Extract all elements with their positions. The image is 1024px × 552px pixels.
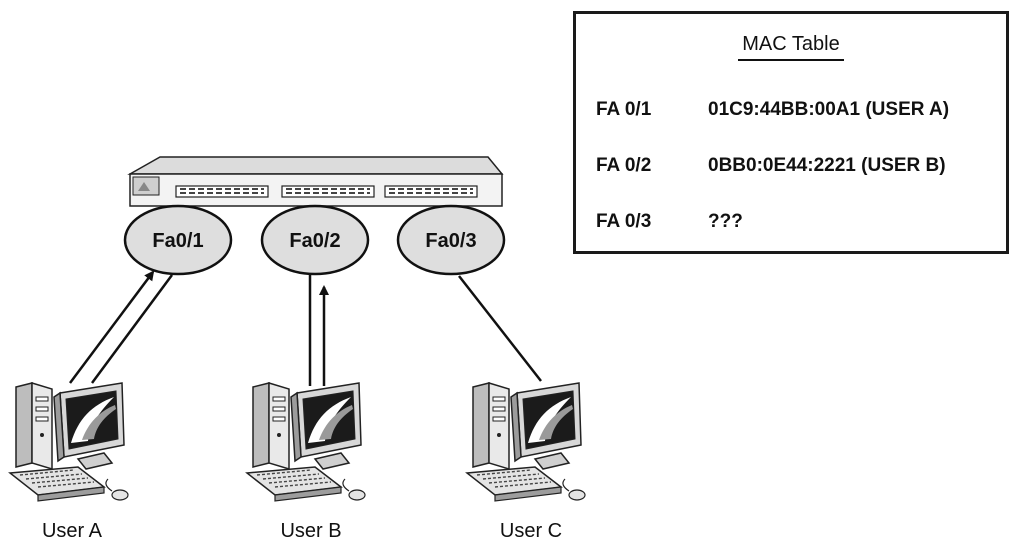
computer-icon — [9, 382, 129, 502]
mac-table-title: MAC Table — [738, 33, 844, 61]
mac-row-address: 01C9:44BB:00A1 (USER A) — [708, 99, 950, 120]
mac-row-address: ??? — [708, 211, 743, 232]
user-label: User C — [500, 520, 562, 542]
port-bank-2 — [281, 185, 375, 198]
link-user-a-arrow — [68, 270, 155, 384]
user-label: User A — [42, 520, 103, 542]
port-bank-1 — [175, 185, 269, 198]
mac-row-address: 0BB0:0E44:2221 (USER B) — [708, 155, 946, 176]
mac-row-port: FA 0/2 — [596, 155, 652, 176]
link-user-a — [90, 274, 174, 384]
mac-table-row: FA 0/3??? — [596, 211, 743, 233]
port-label: Fa0/1 — [152, 230, 203, 252]
mac-row-port: FA 0/1 — [596, 99, 652, 120]
port-bank-3 — [384, 185, 478, 198]
computer-icon — [246, 382, 366, 502]
switch — [127, 156, 504, 207]
user-c-workstation: User C — [466, 382, 586, 542]
port-fa0-2: Fa0/2 — [260, 204, 370, 276]
computer-icon — [466, 382, 586, 502]
user-b-workstation: User B — [246, 382, 366, 542]
mac-row-port: FA 0/3 — [596, 211, 652, 232]
user-label: User B — [280, 520, 341, 542]
port-label: Fa0/2 — [289, 230, 340, 252]
port-fa0-3: Fa0/3 — [396, 204, 506, 276]
links — [68, 267, 542, 386]
port-fa0-1: Fa0/1 — [123, 204, 233, 276]
mac-table-row: FA 0/1 01C9:44BB:00A1 (USER A) — [596, 99, 949, 121]
port-label: Fa0/3 — [425, 230, 476, 252]
user-a-workstation: User A — [9, 382, 129, 542]
mac-table-row: FA 0/2 0BB0:0E44:2221 (USER B) — [596, 155, 946, 177]
link-user-c — [458, 275, 542, 382]
